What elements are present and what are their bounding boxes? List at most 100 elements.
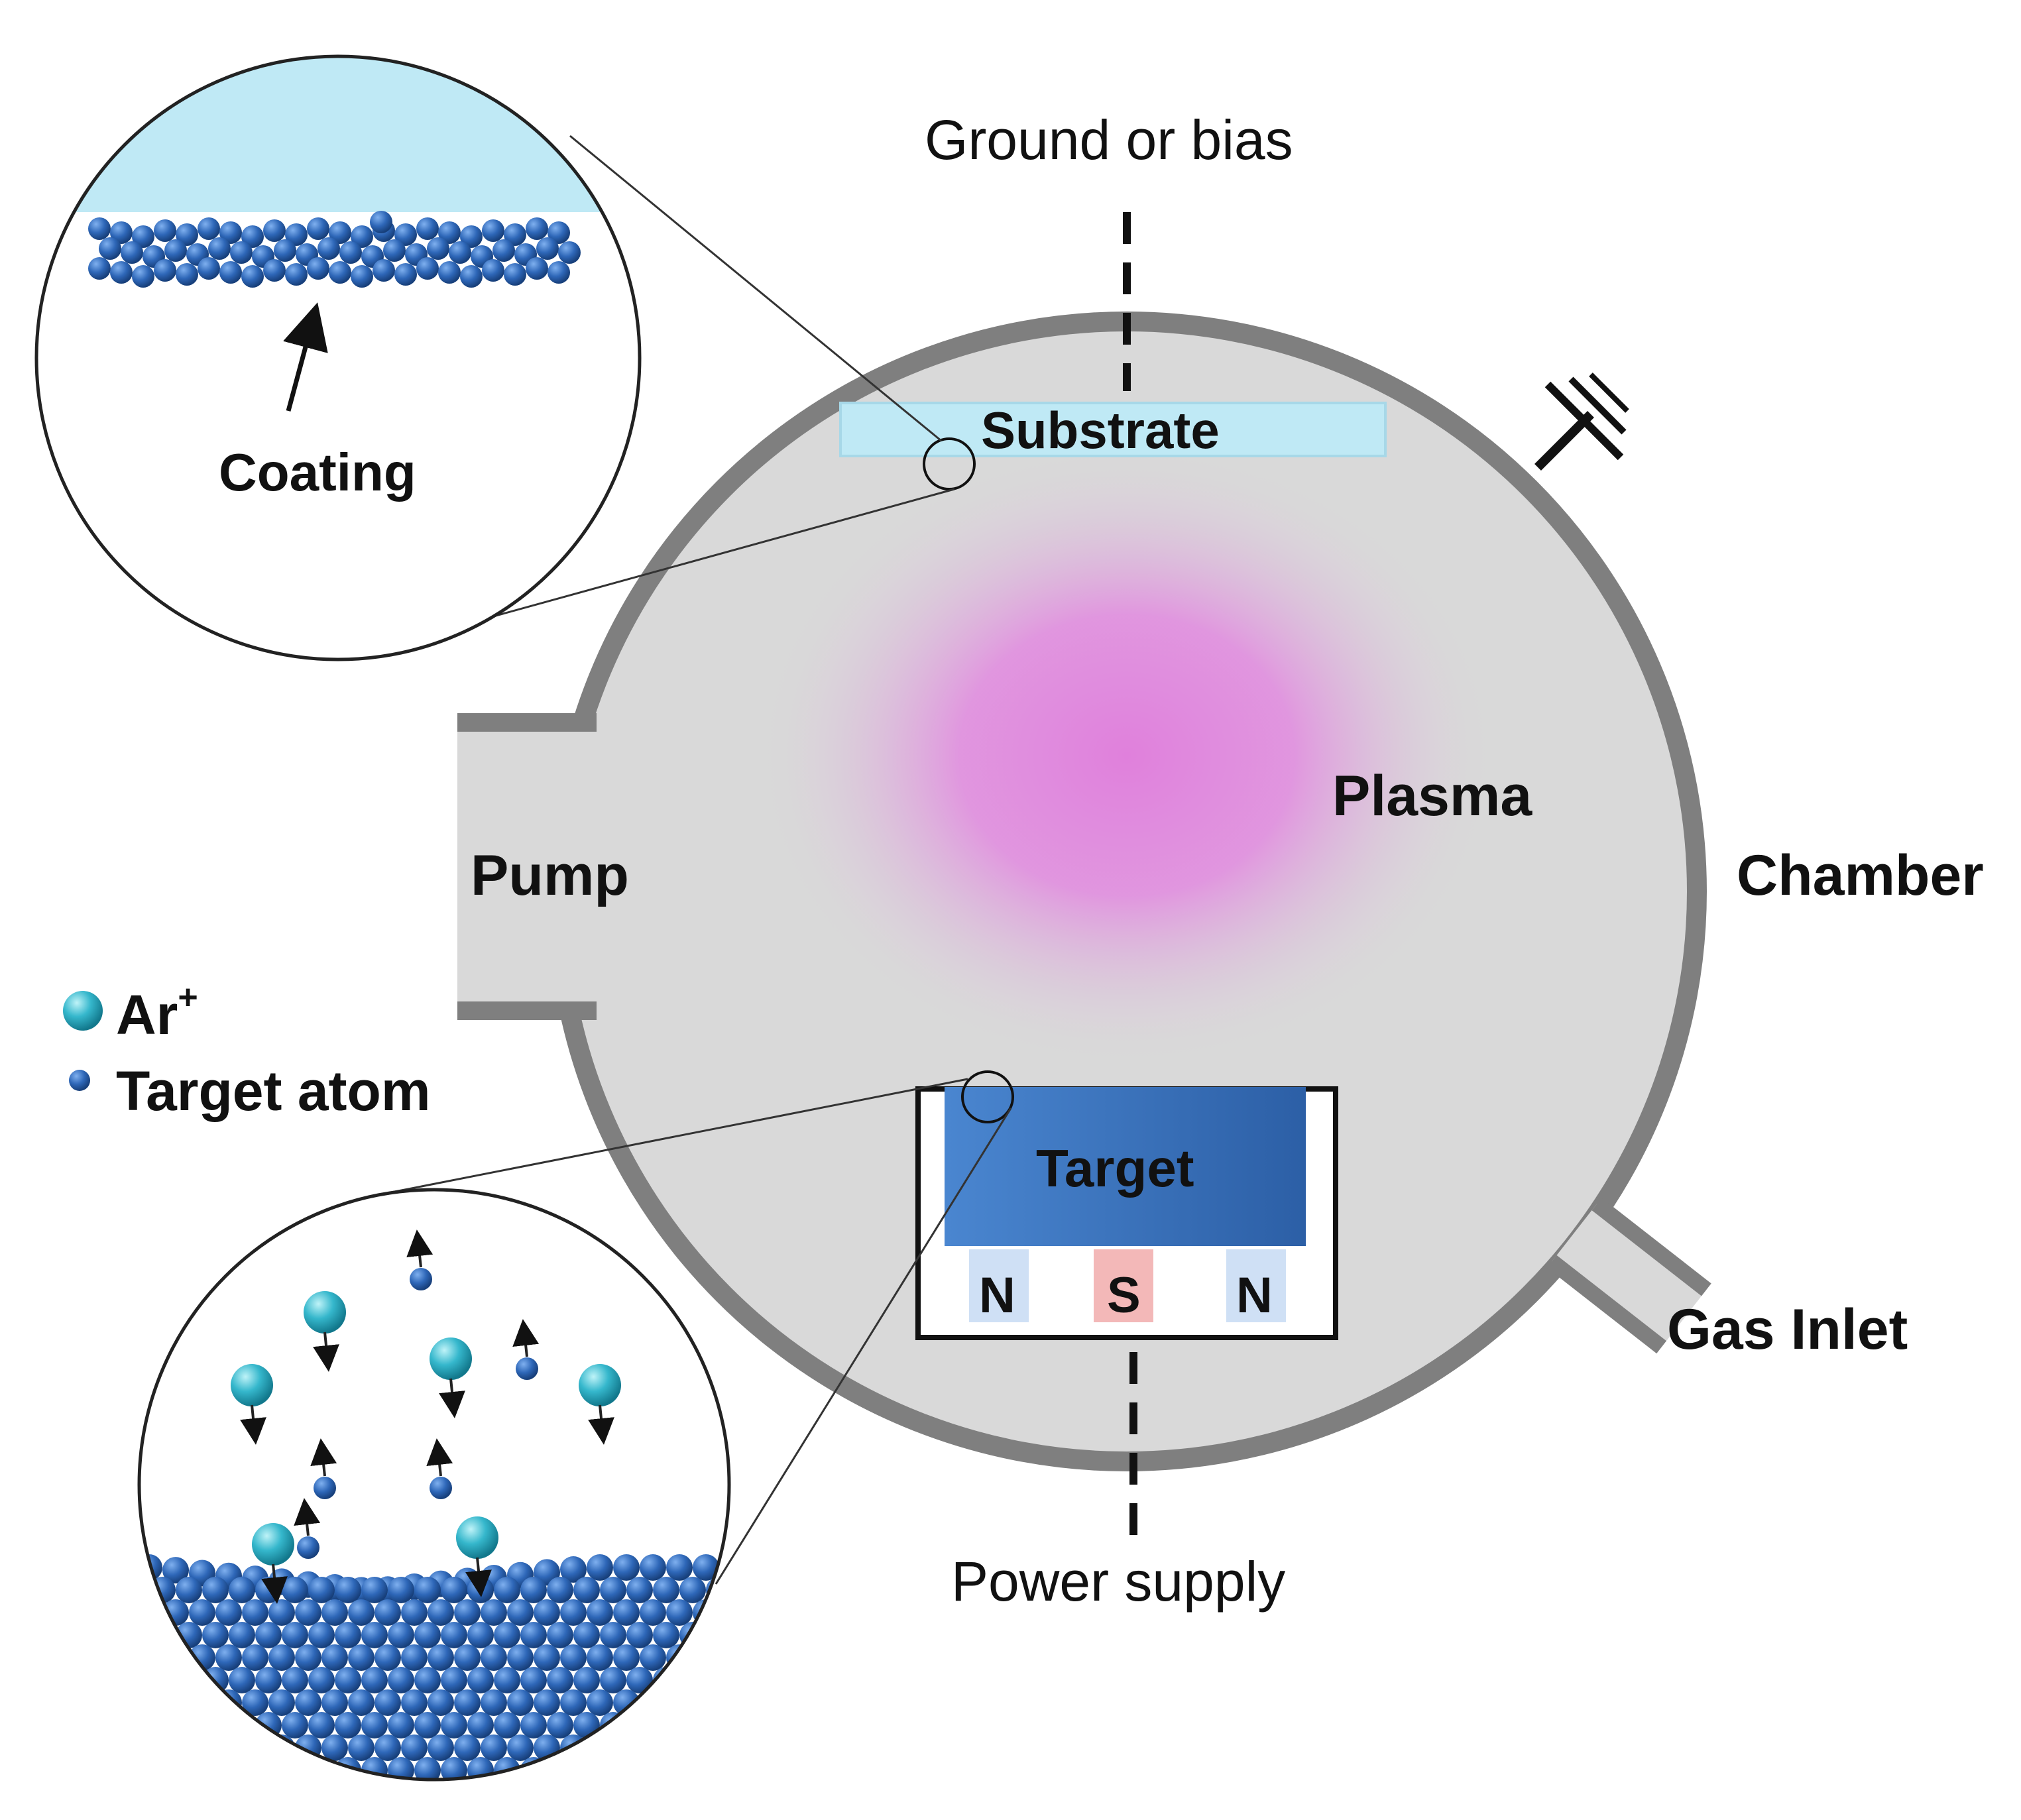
flying-particles	[231, 1229, 621, 1604]
target-lattice-atom	[136, 1780, 162, 1806]
target-lattice-atom	[308, 1802, 335, 1820]
target-lattice-atom	[666, 1689, 693, 1716]
target-lattice-atom	[441, 1577, 467, 1603]
target-lattice-atom	[308, 1667, 335, 1693]
target-lattice-atom	[653, 1757, 679, 1780]
target-lattice-atom	[282, 1757, 308, 1780]
coating-atom	[241, 265, 264, 288]
motion-arrow	[310, 1438, 337, 1477]
target-lattice-atom	[189, 1689, 215, 1716]
target-lattice-atom	[520, 1577, 547, 1603]
target-lattice-atom	[414, 1712, 441, 1738]
coating-atom	[88, 257, 111, 280]
target-lattice-atom	[162, 1735, 189, 1761]
sputtered-atom	[410, 1268, 432, 1290]
coating-atom	[285, 223, 308, 246]
target-lattice-atom	[481, 1735, 507, 1761]
target-lattice-atom	[229, 1757, 255, 1780]
target-lattice-atom	[282, 1802, 308, 1820]
coating-atom	[504, 223, 526, 246]
target-lattice-atom	[520, 1622, 547, 1648]
plasma-label: Plasma	[1332, 764, 1532, 828]
coating-atom	[394, 263, 417, 286]
target-lattice-atom	[414, 1577, 441, 1603]
target-lattice-atom	[162, 1644, 189, 1671]
target-lattice-atom	[268, 1644, 295, 1671]
target-lattice-atom	[242, 1689, 268, 1716]
target-lattice-atom	[388, 1802, 414, 1820]
coating-atom	[121, 241, 143, 264]
target-lattice-atom	[679, 1802, 706, 1820]
sputtered-atom	[516, 1357, 538, 1380]
target-lattice-atom	[626, 1667, 653, 1693]
target-lattice-atom	[693, 1780, 719, 1806]
target-lattice-atom	[666, 1735, 693, 1761]
target-lattice-atom	[215, 1780, 242, 1806]
target-lattice-atom	[176, 1577, 202, 1603]
target-lattice-atom	[613, 1780, 640, 1806]
target-lattice-atom	[428, 1599, 454, 1626]
target-lattice-atom	[321, 1735, 348, 1761]
target-lattice-atom	[547, 1802, 573, 1820]
target-lattice-atom	[414, 1622, 441, 1648]
target-lattice-atom	[547, 1667, 573, 1693]
target-lattice-atom	[375, 1644, 401, 1671]
coating-atom	[307, 257, 329, 280]
target-lattice-atom	[202, 1577, 229, 1603]
target-lattice-atom	[626, 1802, 653, 1820]
target-lattice-atom	[693, 1735, 719, 1761]
coating-zoom: Coating	[34, 54, 642, 661]
coating-atom	[383, 239, 406, 262]
coating-atom	[154, 259, 176, 282]
target-lattice-atom	[679, 1757, 706, 1780]
target-lattice-atom	[295, 1599, 321, 1626]
target-lattice-atom	[441, 1667, 467, 1693]
target-lattice-atom	[242, 1644, 268, 1671]
coating-atom	[198, 257, 220, 280]
motion-arrow	[465, 1557, 492, 1597]
target-lattice-atom	[229, 1577, 255, 1603]
target-lattice-atom	[587, 1599, 613, 1626]
coating-atom	[558, 241, 581, 264]
target-lattice-atom	[176, 1712, 202, 1738]
coating-atom	[373, 259, 395, 282]
magnet-s-center-label: S	[1107, 1267, 1141, 1324]
coating-atom	[504, 263, 526, 286]
target-lattice-atom	[388, 1667, 414, 1693]
target-lattice-atom	[481, 1599, 507, 1626]
sputtered-atom	[297, 1536, 319, 1559]
target-lattice-atom	[454, 1735, 481, 1761]
target-lattice-atom	[507, 1644, 534, 1671]
target-lattice-atom	[560, 1780, 587, 1806]
target-lattice-atom	[295, 1689, 321, 1716]
coating-atom	[318, 237, 340, 260]
target-lattice-atom	[587, 1780, 613, 1806]
target-lattice-atom	[613, 1644, 640, 1671]
legend-target-atom-icon	[69, 1070, 90, 1091]
target-lattice-atom	[467, 1802, 494, 1820]
target-lattice-atom	[189, 1735, 215, 1761]
coating-atom	[351, 265, 373, 288]
target-lattice-atom	[454, 1780, 481, 1806]
target-lattice-atom	[706, 1712, 729, 1738]
target-lattice-atom	[229, 1802, 255, 1820]
target-lattice-atom	[335, 1622, 361, 1648]
target-lattice-atom	[242, 1735, 268, 1761]
target-lattice-atom	[428, 1780, 454, 1806]
coating-atom	[307, 217, 329, 240]
coating-atom	[110, 221, 133, 244]
power-supply-label: Power supply	[951, 1550, 1285, 1613]
target-lattice-atom	[693, 1689, 719, 1716]
coating-atom	[370, 211, 392, 233]
target-lattice-atom	[494, 1667, 520, 1693]
target-lattice-atom	[348, 1735, 375, 1761]
target-lattice-atom	[361, 1712, 388, 1738]
coating-atom	[274, 239, 296, 262]
coating-atom	[263, 219, 286, 242]
ground-symbol-icon	[1534, 372, 1629, 471]
coating-atom	[329, 261, 351, 284]
target-lattice-atom	[454, 1599, 481, 1626]
motion-arrow	[439, 1378, 465, 1418]
substrate-label: Substrate	[981, 401, 1220, 459]
target-lattice-atom	[560, 1556, 587, 1583]
